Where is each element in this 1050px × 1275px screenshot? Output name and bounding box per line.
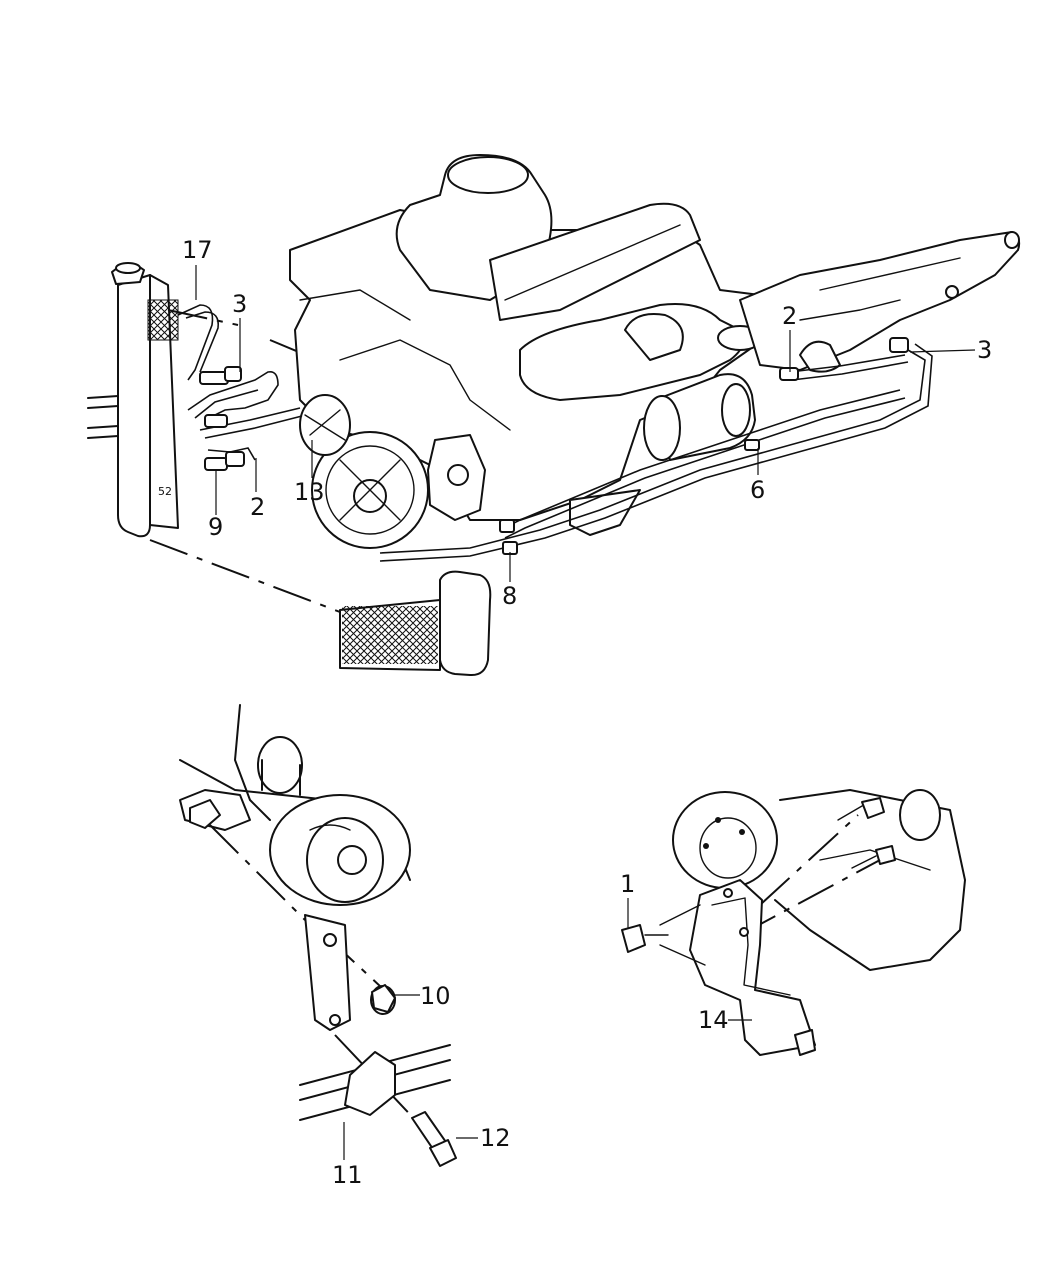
transmission xyxy=(739,231,1021,373)
starter-motor xyxy=(643,373,756,461)
callout-10: 10 xyxy=(420,982,451,1010)
callout-12: 12 xyxy=(480,1124,511,1152)
tube-fittings xyxy=(199,337,909,555)
crank-pulley xyxy=(311,431,429,549)
callout-1: 1 xyxy=(620,870,635,898)
callout-11: 11 xyxy=(332,1161,363,1189)
callout-17: 17 xyxy=(182,236,213,264)
callout-2-right: 2 xyxy=(782,302,797,330)
callout-9: 9 xyxy=(208,513,223,541)
radiator: 52 xyxy=(111,262,179,538)
engine-assembly: 52 xyxy=(87,154,1021,677)
callout-8: 8 xyxy=(502,582,517,610)
condenser-panel xyxy=(339,570,492,677)
callout-14: 14 xyxy=(698,1006,729,1034)
line-bracket-13 xyxy=(299,394,351,456)
callout-13: 13 xyxy=(294,478,325,506)
timing-cover-bracket xyxy=(427,434,486,521)
radiator-label: 52 xyxy=(158,485,172,498)
callout-6: 6 xyxy=(750,476,765,504)
leader-lines-bottom-right xyxy=(627,898,752,1021)
leader-lines-top xyxy=(195,265,976,582)
callout-2-left: 2 xyxy=(250,493,265,521)
callout-3-right: 3 xyxy=(977,336,992,364)
radiator-hoses xyxy=(87,395,119,439)
callout-labels: 17 3 2 9 13 2 3 6 8 10 11 12 1 14 xyxy=(182,236,992,1189)
shield-assembly xyxy=(621,789,966,1056)
callout-3-left: 3 xyxy=(232,290,247,318)
engine-block xyxy=(289,154,771,521)
mount-assembly xyxy=(179,704,457,1167)
cooler-tubes xyxy=(177,304,933,562)
leader-lines-bottom-left xyxy=(343,994,478,1160)
